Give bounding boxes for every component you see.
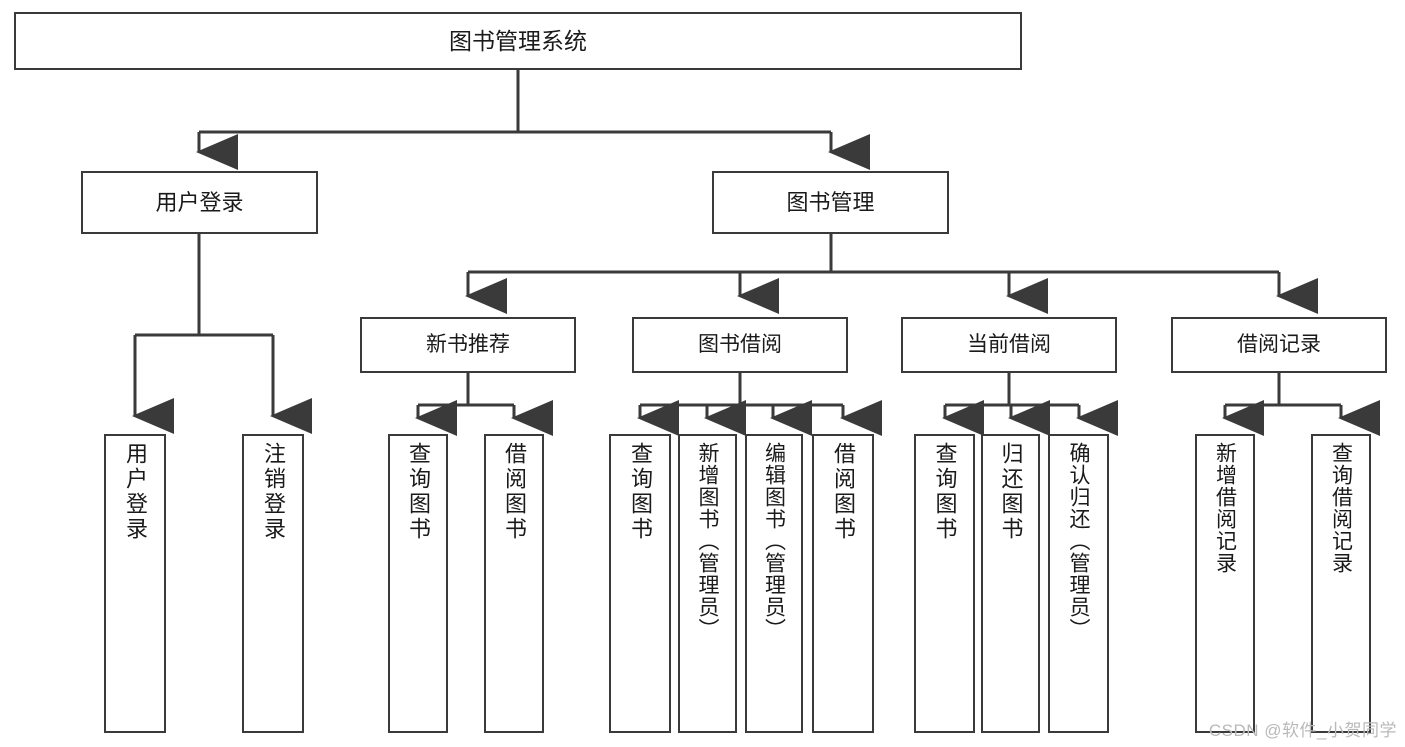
node-label: 注销登录 bbox=[261, 442, 286, 542]
node-new-book-recommend[interactable]: 新书推荐 bbox=[360, 317, 576, 373]
watermark-text: CSDN @软件_小贺同学 bbox=[1208, 721, 1397, 740]
node-label: 新增图书（管理员） bbox=[696, 442, 719, 640]
node-label: 归还图书 bbox=[998, 442, 1024, 542]
node-label: 新增借阅记录 bbox=[1213, 442, 1237, 574]
node-label: 借阅图书 bbox=[502, 442, 527, 542]
node-label: 当前借阅 bbox=[967, 332, 1051, 356]
leaf-query-book-recommend[interactable]: 查询图书 bbox=[388, 434, 448, 733]
node-label: 查询图书 bbox=[406, 442, 431, 542]
node-label: 借阅图书 bbox=[831, 442, 856, 542]
node-book-management-system[interactable]: 图书管理系统 bbox=[14, 12, 1022, 70]
leaf-add-borrow-record[interactable]: 新增借阅记录 bbox=[1195, 434, 1255, 733]
node-label: 用户登录 bbox=[123, 442, 148, 542]
leaf-logout-login[interactable]: 注销登录 bbox=[242, 434, 304, 733]
leaf-borrow-book[interactable]: 借阅图书 bbox=[812, 434, 874, 733]
node-current-borrow[interactable]: 当前借阅 bbox=[901, 317, 1117, 373]
leaf-add-book-admin[interactable]: 新增图书（管理员） bbox=[678, 434, 737, 733]
node-book-management[interactable]: 图书管理 bbox=[712, 171, 949, 234]
node-label: 新书推荐 bbox=[426, 332, 510, 356]
leaf-query-book-borrow[interactable]: 查询图书 bbox=[609, 434, 671, 733]
leaf-return-book[interactable]: 归还图书 bbox=[981, 434, 1040, 733]
node-user-login[interactable]: 用户登录 bbox=[81, 171, 318, 234]
leaf-confirm-return-admin[interactable]: 确认归还（管理员） bbox=[1048, 434, 1109, 733]
node-book-borrow[interactable]: 图书借阅 bbox=[632, 317, 848, 373]
node-label: 确认归还（管理员） bbox=[1067, 442, 1090, 640]
leaf-query-book-current[interactable]: 查询图书 bbox=[914, 434, 975, 733]
node-label: 用户登录 bbox=[155, 189, 244, 215]
leaf-user-login[interactable]: 用户登录 bbox=[104, 434, 166, 733]
leaf-query-borrow-record[interactable]: 查询借阅记录 bbox=[1311, 434, 1371, 733]
node-label: 借阅记录 bbox=[1237, 332, 1321, 356]
node-borrow-record[interactable]: 借阅记录 bbox=[1171, 317, 1387, 373]
node-label: 查询图书 bbox=[932, 442, 958, 542]
node-label: 编辑图书（管理员） bbox=[762, 442, 786, 640]
node-label: 图书借阅 bbox=[698, 332, 782, 356]
leaf-borrow-book-recommend[interactable]: 借阅图书 bbox=[484, 434, 544, 733]
node-label: 图书管理 bbox=[786, 189, 875, 215]
leaf-edit-book-admin[interactable]: 编辑图书（管理员） bbox=[745, 434, 803, 733]
node-label: 查询借阅记录 bbox=[1329, 442, 1353, 574]
node-label: 查询图书 bbox=[628, 442, 653, 542]
node-label: 图书管理系统 bbox=[449, 27, 587, 54]
